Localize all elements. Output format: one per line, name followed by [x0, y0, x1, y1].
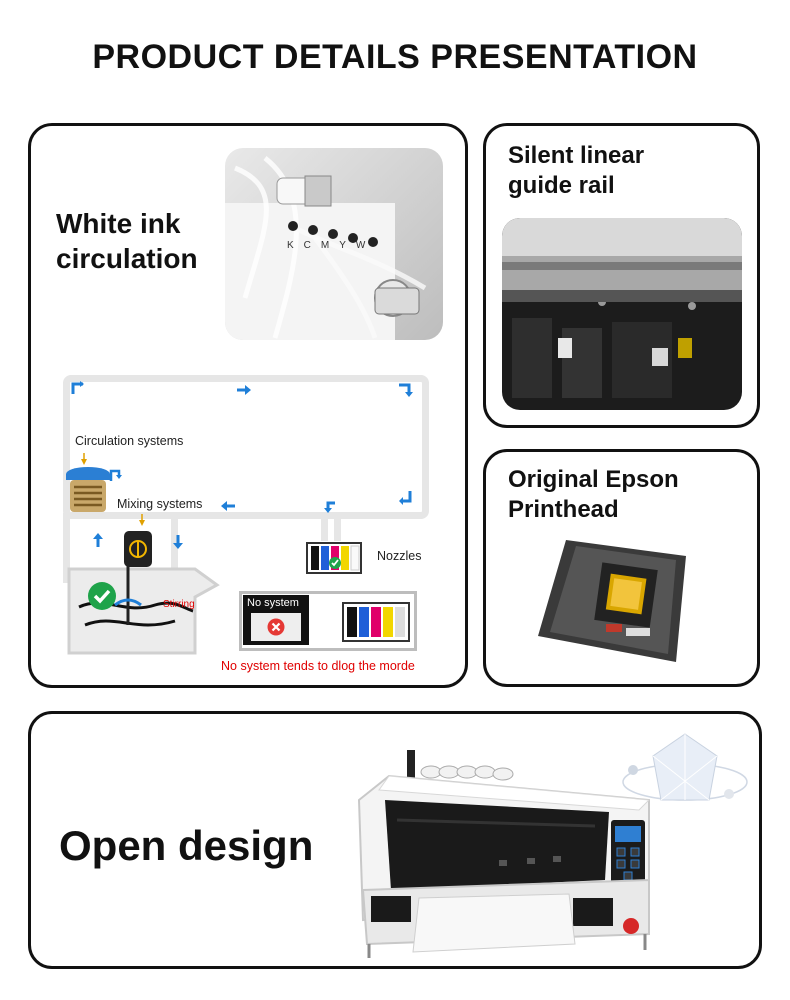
arrow-right-icon	[237, 385, 251, 395]
no-system-label: No system	[247, 597, 299, 609]
arrow-turn-up-icon	[109, 469, 122, 481]
guide-rail-photo	[502, 218, 742, 410]
pipe-right-down	[171, 519, 178, 574]
page-title: PRODUCT DETAILS PRESENTATION	[92, 38, 698, 76]
ink-channel-w: W	[355, 240, 376, 251]
arrow-up-icon	[93, 533, 103, 547]
ok-check-icon	[88, 582, 116, 610]
circulation-diagram: Circulation systems Mixing systems	[59, 373, 431, 673]
ink-tubes-illustration	[225, 156, 427, 340]
arrow-left-icon	[221, 501, 235, 511]
nozzles-label: Nozzles	[377, 549, 422, 563]
pipe-nozzle-feed	[321, 513, 341, 541]
nozzles-good-icon	[306, 542, 362, 574]
no-system-badge: No system	[243, 595, 309, 645]
open-design-card: Open design	[28, 711, 762, 969]
printer-image	[357, 750, 651, 958]
printhead-card: Original Epson Printhead	[483, 449, 760, 687]
white-ink-heading-line2: circulation	[56, 243, 198, 274]
arrow-left-down-icon	[324, 501, 335, 513]
guide-rail-card: Silent linear guide rail	[483, 123, 760, 428]
ink-channel-y: Y	[339, 240, 356, 251]
guide-rail-illustration	[502, 218, 742, 398]
printhead-image	[538, 540, 686, 662]
pipe-loop	[63, 375, 429, 519]
open-design-heading: Open design	[59, 822, 314, 869]
white-ink-heading-line1: White ink	[56, 208, 181, 239]
circulation-pump-icon	[66, 467, 110, 512]
pipe-left-down	[63, 513, 70, 583]
warning-text: No system tends to dlog the morde	[221, 659, 415, 673]
ink-channel-labels: KCMYW	[287, 240, 375, 251]
arrow-up-right-icon	[71, 381, 84, 394]
ink-channel-k: K	[287, 240, 304, 251]
stirring-label: Stirring	[163, 599, 195, 610]
arrow-down-small-icon-2	[139, 514, 145, 526]
nozzles-clogged-icon	[342, 602, 410, 642]
arrow-down-left-icon	[399, 491, 412, 505]
ink-tubes-photo: KCMYW	[225, 148, 443, 340]
guide-rail-heading: Silent linear guide rail	[508, 141, 644, 201]
ink-tank-icon	[67, 565, 220, 655]
ink-channel-c: C	[303, 240, 321, 251]
printhead-heading-line2: Printhead	[508, 496, 619, 523]
mixing-systems-label: Mixing systems	[117, 497, 203, 511]
arrow-down-small-icon	[81, 453, 87, 465]
guide-rail-heading-line1: Silent linear	[508, 142, 645, 169]
white-ink-card: White ink circulation KCMYW	[28, 123, 468, 688]
guide-rail-heading-line2: guide rail	[508, 172, 615, 199]
printhead-heading: Original Epson Printhead	[508, 465, 679, 525]
error-cross-icon	[267, 618, 285, 636]
mixing-motor-icon	[124, 531, 152, 567]
printhead-heading-line1: Original Epson	[508, 466, 679, 493]
arrow-right-down-icon	[399, 383, 413, 397]
white-ink-heading: White ink circulation	[56, 206, 198, 276]
arrow-down-icon	[173, 535, 183, 549]
decorative-orb-icon	[622, 733, 748, 801]
ink-channel-m: M	[320, 240, 340, 251]
circulation-systems-label: Circulation systems	[75, 434, 184, 448]
